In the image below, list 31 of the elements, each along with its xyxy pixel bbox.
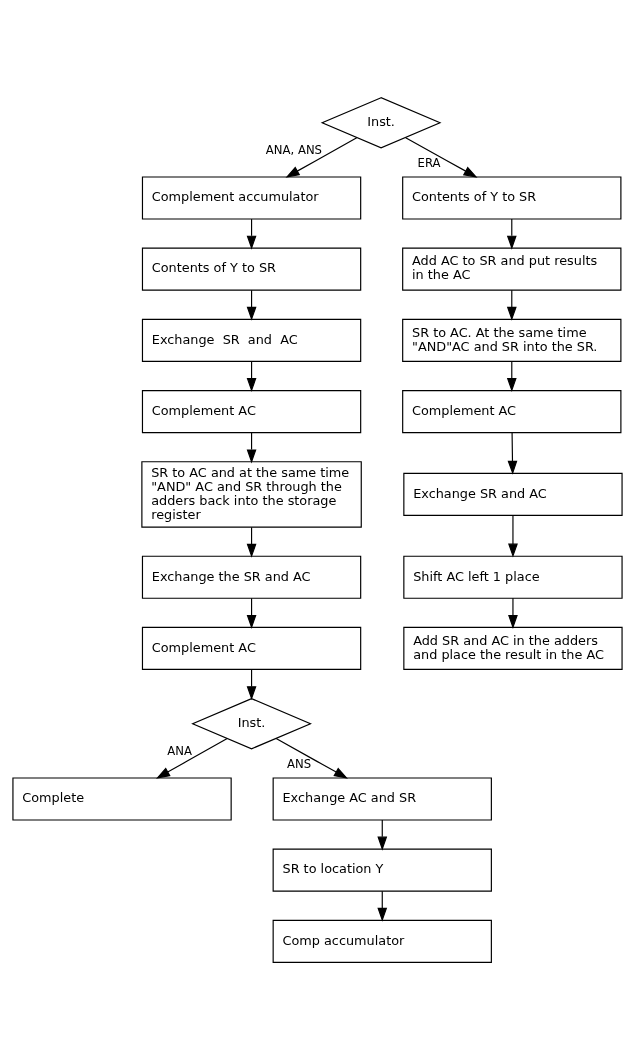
- node-box: Add SR and AC in the adders and place the result in the AC: [403, 626, 623, 670]
- node-box: Contents of Y to SR: [402, 175, 622, 220]
- node-box: Complete: [12, 776, 232, 821]
- edge-label: ANA: [167, 743, 192, 758]
- node-box: SR to location Y: [272, 848, 492, 892]
- arrow: [508, 514, 518, 558]
- arrow: [507, 431, 518, 475]
- arrow: [156, 737, 228, 779]
- node-box: Complement AC: [141, 626, 362, 670]
- node-box: Shift AC left 1 place: [403, 555, 623, 599]
- node-box: Add AC to SR and put results in the AC: [402, 247, 622, 291]
- arrow: [275, 737, 348, 779]
- edge-label: ERA: [417, 155, 441, 170]
- edge-label: ANA, ANS: [265, 142, 323, 157]
- node-diamond: Inst.: [191, 697, 312, 749]
- node-box: Complement accumulator: [141, 175, 362, 220]
- node-box: Exchange SR and AC: [141, 318, 362, 362]
- edge-label: ANS: [286, 756, 312, 771]
- node-box: Exchange SR and AC: [403, 472, 623, 516]
- node-box: Exchange AC and SR: [272, 776, 492, 821]
- arrow: [285, 136, 358, 178]
- node-box: Comp accumulator: [272, 919, 492, 963]
- node-box: Exchange the SR and AC: [141, 555, 362, 599]
- node-box: SR to AC and at the same time "AND" AC and SR through the adders back into the storage register: [141, 460, 362, 528]
- node-box: Contents of Y to SR: [141, 247, 362, 291]
- arrow: [405, 136, 478, 178]
- node-box: SR to AC. At the same time "AND"AC and SR into the SR.: [402, 318, 622, 362]
- node-box: Complement AC: [141, 389, 362, 433]
- arrow: [508, 597, 518, 629]
- node-diamond: Inst.: [320, 96, 442, 148]
- node-box: Complement AC: [402, 389, 622, 433]
